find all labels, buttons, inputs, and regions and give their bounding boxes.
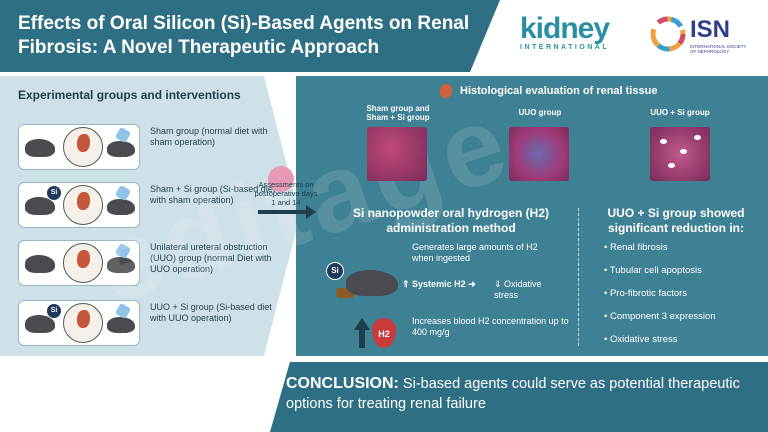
result-item: • Tubular cell apoptosis [604, 265, 702, 276]
divider [578, 208, 579, 346]
tissue-hole [660, 139, 667, 144]
isn-logo-text: ISN [690, 16, 731, 43]
method-heading: Si nanopowder oral hydrogen (H2) adminis… [352, 206, 549, 235]
rat-icon [346, 270, 398, 296]
histology-image-sham [367, 127, 427, 181]
group-uuo-si: Si UUO + Si group (Si-based diet with UU… [18, 300, 288, 350]
group-illustration: Si [18, 182, 140, 228]
isn-logo-subtext: INTERNATIONAL SOCIETY OF NEPHROLOGY [690, 44, 747, 54]
results-panel [296, 76, 768, 356]
conclusion-body: Si-based agents could serve as potential… [286, 376, 740, 412]
kidney-icon [77, 134, 90, 152]
systemic-text: ⇑ Systemic H2 ➜ [402, 279, 492, 290]
result-label: Oxidative stress [609, 334, 678, 345]
histology-label: UUO group [518, 108, 562, 117]
mouse-surgery-icon [107, 141, 135, 157]
kidney-icon [77, 250, 90, 268]
clock-icon [268, 166, 294, 192]
mouse-icon [25, 255, 55, 273]
increases-text: Increases blood H2 concentration up to 4… [412, 316, 569, 337]
result-label: Pro-fibrotic factors [609, 288, 688, 299]
result-item: • Pro-fibrotic factors [604, 288, 688, 299]
si-badge-icon: Si [47, 186, 61, 200]
si-badge-icon: Si [326, 262, 344, 280]
generates-text: Generates large amounts of H2 when inges… [412, 242, 538, 263]
up-arrow-stem [359, 330, 365, 348]
histology-image-uuo-si [650, 127, 710, 181]
group-label: UUO + Si group (Si-based diet with UUO o… [150, 302, 272, 323]
tissue-hole [694, 135, 701, 140]
group-label: Sham group (normal diet with sham operat… [150, 126, 268, 147]
histology-title: Histological evaluation of renal tissue [460, 85, 658, 97]
conclusion-label: CONCLUSION: [286, 375, 399, 392]
assessment-note: Assessments on postoperative days 1 and … [254, 180, 318, 207]
group-illustration [18, 124, 140, 170]
histology-label: UUO + Si group [650, 108, 710, 117]
up-arrow-icon [354, 318, 370, 330]
systemic-label: Systemic H2 [412, 279, 466, 289]
result-label: Component 3 expression [609, 311, 716, 322]
group-uuo: Unilateral ureteral obstruction (UUO) gr… [18, 240, 288, 290]
kidney-logo-subtext: INTERNATIONAL [520, 44, 610, 51]
up-arrow-icon: ⇑ [402, 279, 413, 289]
oxidative-label: Oxidative stress [494, 279, 542, 300]
isn-emblem-icon [650, 16, 686, 52]
result-item: • Component 3 expression [604, 311, 716, 322]
food-icon [336, 288, 354, 298]
group-illustration [18, 240, 140, 286]
group-label: Sham + Si group (Si-based diet with sham… [150, 184, 276, 205]
h2-drop-icon: H2 [372, 318, 396, 348]
kidney-icon [77, 310, 90, 328]
conclusion-bar [270, 362, 768, 432]
histology-label: Sham group and Sham + Si group [366, 104, 430, 122]
results-list: • Renal fibrosis • Tubular cell apoptosi… [604, 242, 716, 357]
group-illustration: Si [18, 300, 140, 346]
histology-image-uuo [509, 127, 569, 181]
mouse-icon [25, 315, 55, 333]
arrow-right-icon: ➜ [465, 279, 476, 289]
page-title: Effects of Oral Silicon (Si)-Based Agent… [18, 13, 470, 58]
header-bar [0, 0, 500, 72]
result-item: • Renal fibrosis [604, 242, 668, 253]
conclusion-text: CONCLUSION: Si-based agents could serve … [286, 374, 756, 414]
results-heading: UUO + Si group showed significant reduct… [607, 206, 745, 235]
kidney-icon [440, 84, 452, 98]
result-label: Renal fibrosis [609, 242, 668, 253]
result-item: • Oxidative stress [604, 334, 678, 345]
mouse-icon [25, 139, 55, 157]
mouse-icon [25, 197, 55, 215]
kidney-icon [77, 192, 90, 210]
isn-logo: ISN INTERNATIONAL SOCIETY OF NEPHROLOGY [648, 14, 758, 58]
down-arrow-icon: ⇓ [494, 279, 505, 289]
arrow-line [258, 210, 310, 214]
mouse-surgery-icon [107, 199, 135, 215]
group-sham-si: Si Sham + Si group (Si-based diet with s… [18, 182, 288, 232]
magnifier-circle-icon [63, 243, 103, 283]
mouse-surgery-icon [107, 317, 135, 333]
oxidative-text: ⇓ Oxidative stress [494, 279, 564, 301]
mouse-surgery-icon [107, 257, 135, 273]
tissue-hole [680, 149, 687, 154]
experimental-groups-heading: Experimental groups and interventions [18, 88, 241, 102]
tissue-hole [668, 163, 675, 168]
result-label: Tubular cell apoptosis [609, 265, 702, 276]
si-badge-icon: Si [47, 304, 61, 318]
group-label: Unilateral ureteral obstruction (UUO) gr… [150, 242, 272, 274]
group-sham: Sham group (normal diet with sham operat… [18, 124, 288, 174]
arrow-right-icon [306, 205, 316, 219]
kidney-logo-text: kidney [520, 12, 610, 45]
kidney-international-logo: kidney INTERNATIONAL [520, 14, 638, 54]
